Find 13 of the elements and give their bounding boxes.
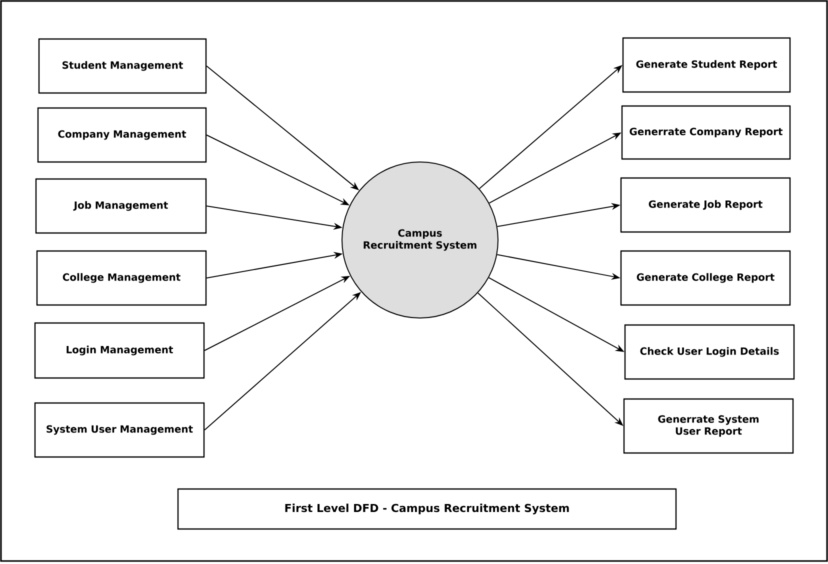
entity-box: Student Management bbox=[38, 38, 207, 94]
entity-box: Generrate System User Report bbox=[623, 398, 794, 454]
entity-box: Job Management bbox=[35, 178, 207, 234]
entity-box: Generate College Report bbox=[620, 250, 791, 306]
entity-box: System User Management bbox=[34, 402, 205, 458]
entity-box: Generate Student Report bbox=[622, 37, 791, 93]
entity-box: Login Management bbox=[34, 322, 205, 379]
entity-box: College Management bbox=[36, 250, 207, 306]
entity-box: Generate Job Report bbox=[620, 177, 791, 233]
entity-box: Check User Login Details bbox=[624, 324, 795, 380]
entity-box: Company Management bbox=[37, 107, 207, 163]
title-box: First Level DFD - Campus Recruitment System bbox=[177, 488, 677, 530]
entity-box: Generrate Company Report bbox=[621, 105, 791, 160]
